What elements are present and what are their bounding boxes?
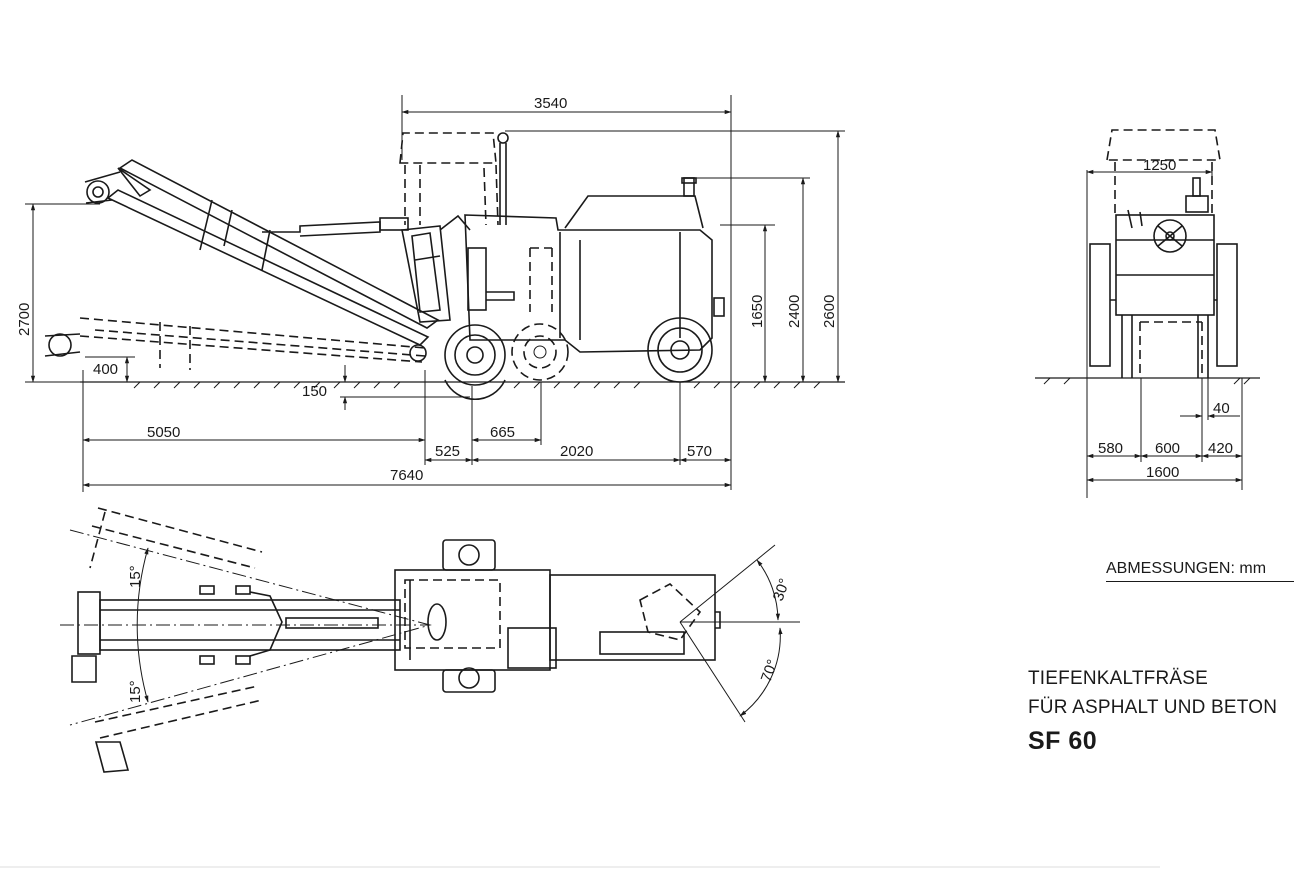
caption-line2: FÜR ASPHALT UND BETON xyxy=(1028,697,1278,718)
angle-steer-large: 70° xyxy=(758,657,782,684)
dim-roof-width: 1250 xyxy=(1143,157,1176,174)
middle-wheel xyxy=(511,323,569,381)
machine-body xyxy=(464,177,725,353)
angle-boom-swing-left: 15° xyxy=(127,565,144,588)
units-label: ABMESSUNGEN: mm xyxy=(1106,560,1294,582)
dim-boom-height-lowered: 400 xyxy=(93,361,118,378)
angle-steer-small: 30° xyxy=(770,576,794,603)
dim-wheelbase: 2020 xyxy=(560,443,593,460)
front-view xyxy=(1035,129,1260,498)
dim-boom-height-raised: 2700 xyxy=(16,303,33,336)
dim-rear-overhang: 570 xyxy=(687,443,712,460)
dim-axle-offset: 665 xyxy=(490,424,515,441)
caption-line1: TIEFENKALTFRÄSE xyxy=(1028,668,1209,689)
dim-milling-depth: 150 xyxy=(302,383,327,400)
angle-boom-swing-right: 15° xyxy=(127,680,144,703)
dim-overall-width: 1600 xyxy=(1146,464,1179,481)
dim-overall-length: 7640 xyxy=(390,467,423,484)
milling-drum xyxy=(444,379,506,401)
front-wheel xyxy=(444,324,506,386)
dim-boom-reach: 5050 xyxy=(147,424,180,441)
dim-height-roof: 2600 xyxy=(821,295,838,328)
dim-left-offset: 580 xyxy=(1098,440,1123,457)
dim-right-offset: 420 xyxy=(1208,440,1233,457)
dim-length-top: 3540 xyxy=(534,95,567,112)
plan-view xyxy=(60,507,800,773)
side-view: 3540 1650 2400 2600 2700 400 150 5050 66… xyxy=(16,95,845,492)
dim-edge-gap: 40 xyxy=(1213,400,1230,417)
dim-height-exhaust: 2400 xyxy=(786,295,803,328)
dim-drum-width: 600 xyxy=(1155,440,1180,457)
conveyor-boom-raised xyxy=(84,159,440,362)
side-view-dimensions xyxy=(25,95,845,492)
dim-front-overhang: 525 xyxy=(435,443,460,460)
conveyor-boom-lowered xyxy=(44,317,426,370)
caption-model: SF 60 xyxy=(1028,727,1098,755)
dim-height-hood: 1650 xyxy=(749,295,766,328)
operator-cab xyxy=(399,132,509,323)
